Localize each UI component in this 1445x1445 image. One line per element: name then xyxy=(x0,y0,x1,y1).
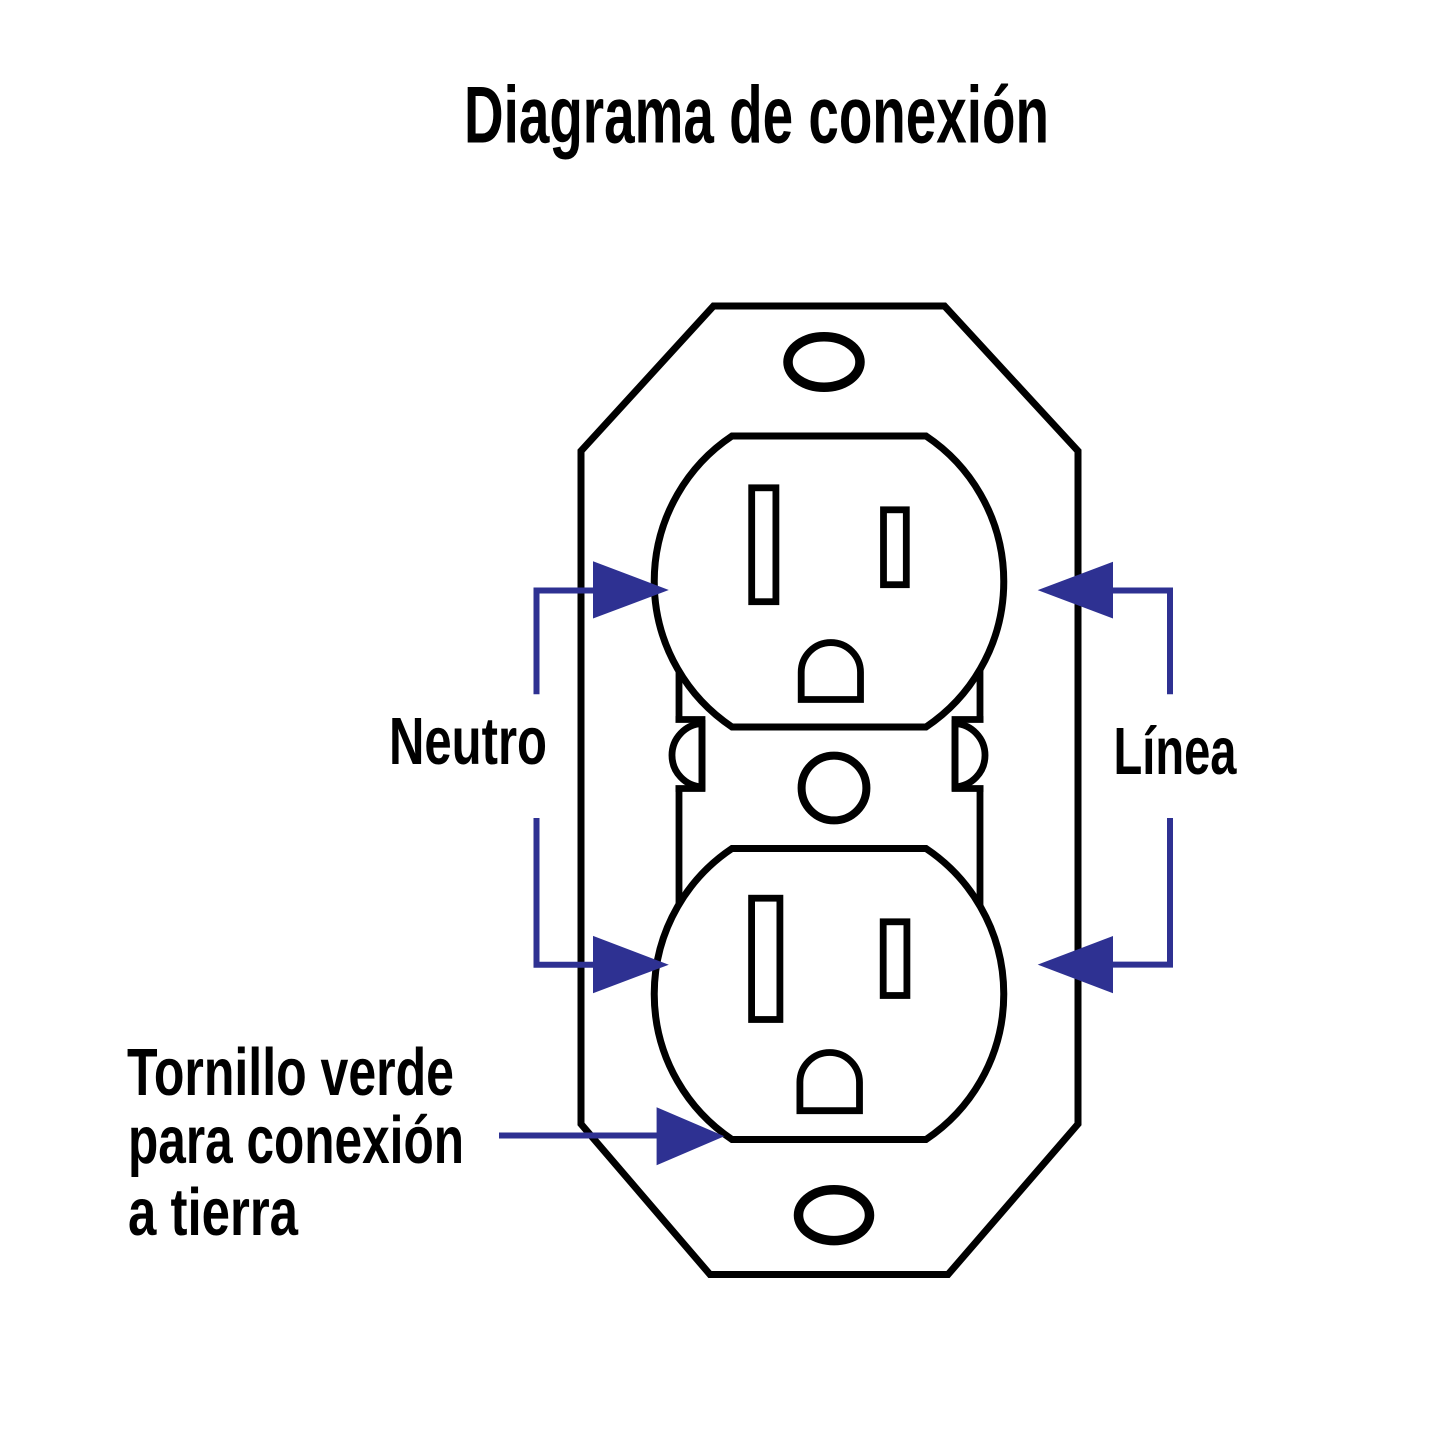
svg-text:Tornillo verde: Tornillo verde xyxy=(127,1035,454,1110)
svg-text:Diagrama de conexión: Diagrama de conexión xyxy=(464,70,1049,160)
svg-text:a tierra: a tierra xyxy=(128,1175,299,1250)
svg-text:Línea: Línea xyxy=(1114,714,1238,789)
svg-text:Neutro: Neutro xyxy=(389,704,547,779)
svg-text:para conexión: para conexión xyxy=(128,1103,464,1178)
